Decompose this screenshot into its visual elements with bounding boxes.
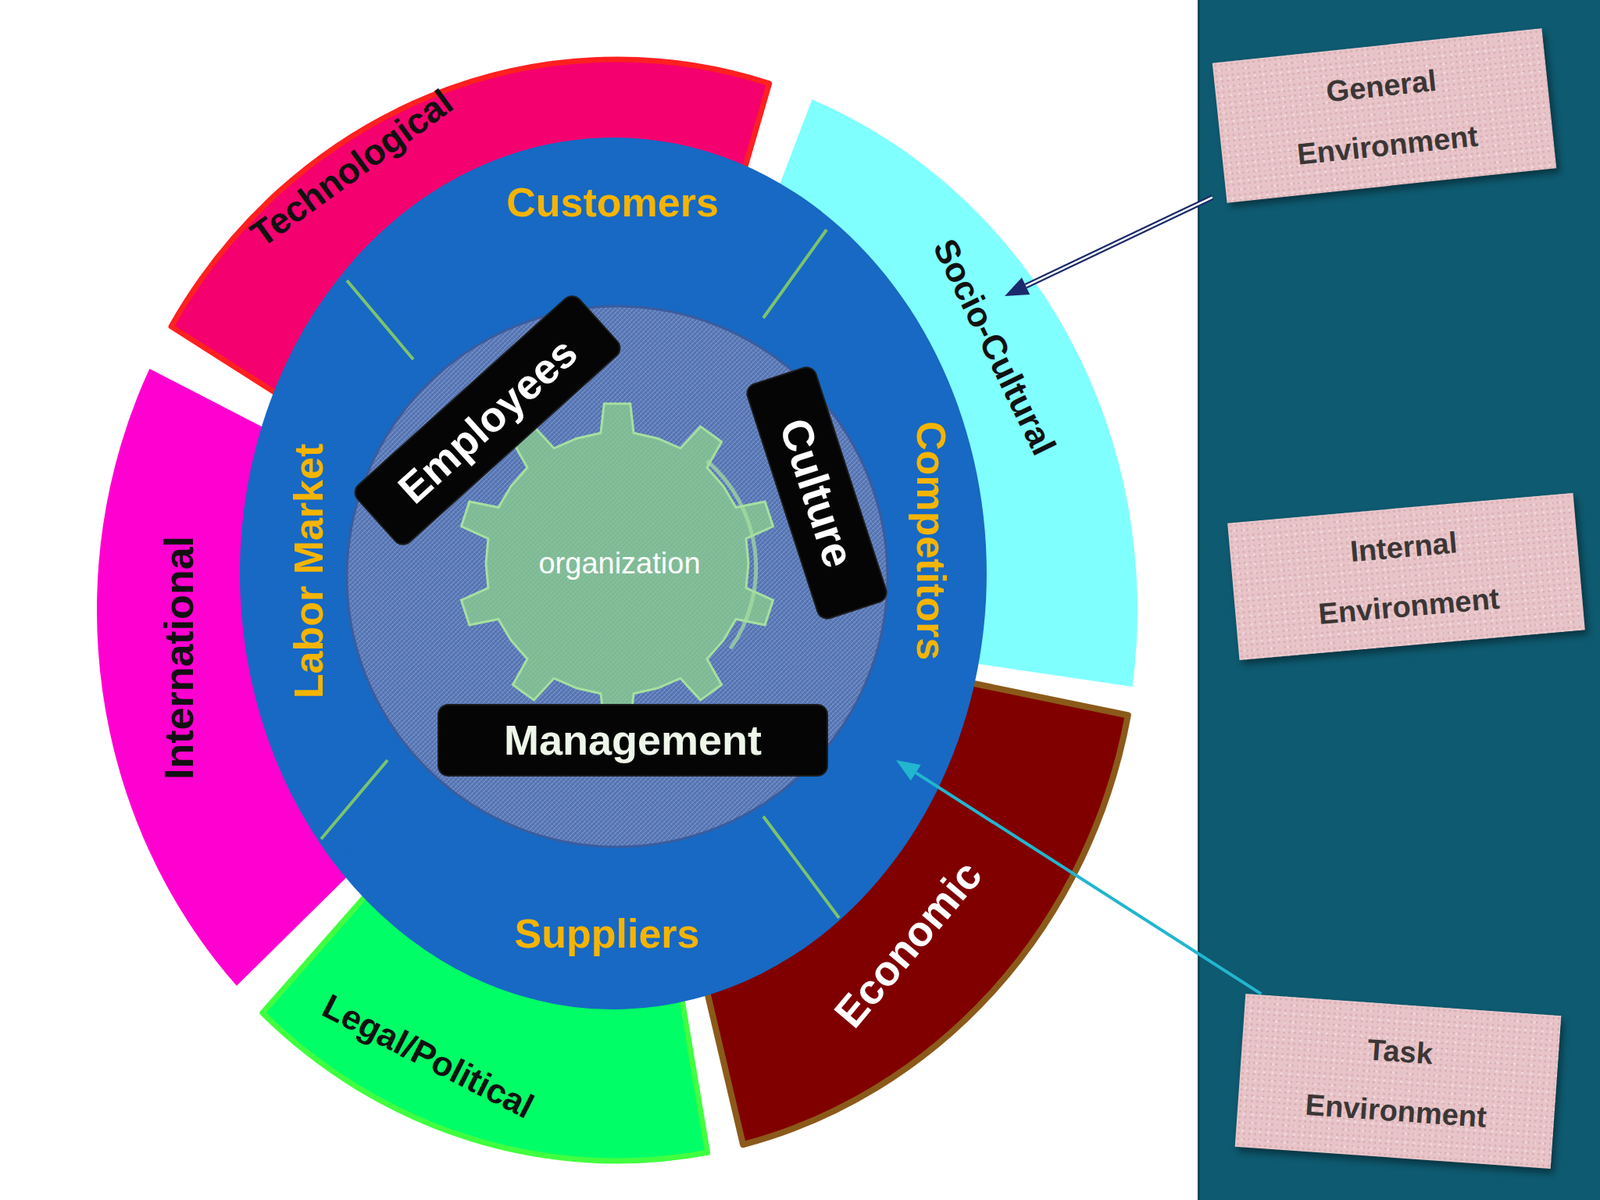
- inner-circle: [346, 306, 888, 847]
- management-box: Management: [439, 705, 827, 775]
- band-label: Customers: [506, 182, 719, 223]
- band-label: International: [158, 535, 200, 780]
- connector-arrow: [1004, 197, 1213, 297]
- organization-circle: organizationEmployeesCultureManagement: [346, 306, 888, 847]
- note-text: Task Environment: [1276, 1014, 1519, 1150]
- box-label: Management: [503, 718, 762, 761]
- note-card: Internal Environment: [1227, 492, 1586, 661]
- connector-inner-line: [1025, 197, 1213, 286]
- panel-edge: [1197, 0, 1200, 1200]
- arrow-head: [896, 760, 922, 781]
- note-text: Internal Environment: [1284, 507, 1529, 647]
- gear-arc: [707, 460, 757, 649]
- arrow-head: [1004, 277, 1030, 297]
- band-label: Suppliers: [514, 913, 700, 954]
- note-card: Task Environment: [1234, 993, 1561, 1169]
- band-label: organization: [538, 548, 700, 579]
- band-label: Competitors: [910, 421, 952, 661]
- connector-arrow: [896, 760, 1261, 994]
- note-text: General Environment: [1261, 44, 1508, 188]
- note-card: General Environment: [1212, 28, 1557, 203]
- band-label: Labor Market: [288, 443, 329, 700]
- connector-line: [915, 772, 1261, 994]
- side-panel: [1199, 0, 1600, 1200]
- connector-line: [1025, 197, 1213, 286]
